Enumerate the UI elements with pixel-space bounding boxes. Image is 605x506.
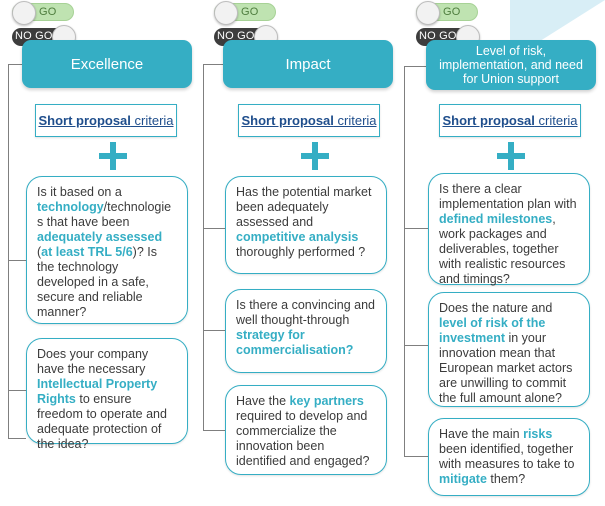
question-text: thoroughly performed ? <box>236 245 366 259</box>
question-box: Is there a convincing and well thought-t… <box>225 289 387 373</box>
question-highlight: technology <box>37 200 104 214</box>
plus-icon <box>99 142 127 170</box>
connector-line <box>8 438 26 439</box>
question-box: Does the nature and level of risk of the… <box>428 292 590 407</box>
go-toggle[interactable]: GO <box>416 1 478 25</box>
question-highlight: risks <box>523 427 553 441</box>
connector-line <box>404 228 428 229</box>
question-text: Is there a clear implementation plan wit… <box>439 182 577 211</box>
question-text: in your innovation mean that European ma… <box>439 331 573 405</box>
header-line: Impact <box>285 55 331 73</box>
question-highlight: Intellectual Property Rights <box>37 377 158 406</box>
header-box: Excellence <box>22 40 192 88</box>
connector-line <box>203 64 223 65</box>
short-proposal-criteria-link[interactable]: Short proposal criteria <box>439 104 581 137</box>
short-proposal-bold: Short proposal <box>241 113 334 128</box>
plus-icon <box>497 142 525 170</box>
question-text: Does your company have the necessary <box>37 347 149 376</box>
short-proposal-bold: Short proposal <box>38 113 131 128</box>
question-text: required to develop and commercialize th… <box>236 409 370 468</box>
go-toggle[interactable]: GO <box>214 1 276 25</box>
connector-line <box>8 390 26 391</box>
header-line: for Union support <box>463 72 559 86</box>
connector-line <box>404 66 405 456</box>
short-proposal-criteria-link[interactable]: Short proposal criteria <box>35 104 177 137</box>
question-box: Is it based on a technology/technologie … <box>26 176 188 324</box>
go-label: GO <box>241 6 259 18</box>
question-highlight: competitive analysis <box>236 230 359 244</box>
header-box: Level of risk, implementation, and need … <box>426 40 596 90</box>
nogo-label: NO GO <box>419 30 457 42</box>
short-proposal-bold: Short proposal <box>442 113 535 128</box>
connector-line <box>404 66 426 67</box>
header-line: Level of risk, <box>475 44 547 58</box>
toggle-knob <box>214 1 238 25</box>
question-text: Have the <box>236 394 290 408</box>
connector-line <box>8 64 22 65</box>
question-text: them? <box>486 472 526 486</box>
short-proposal-rest: criteria <box>333 113 377 128</box>
header-line: Excellence <box>70 55 144 73</box>
question-text: /technologie s that have been <box>37 200 172 229</box>
nogo-label: NO GO <box>15 30 53 42</box>
question-highlight: defined milestones <box>439 212 553 226</box>
question-box: Have the key partners required to develo… <box>225 385 387 475</box>
go-toggle[interactable]: GO <box>12 1 74 25</box>
question-box: Is there a clear implementation plan wit… <box>428 173 590 286</box>
question-text: Is there a convincing and well thought-t… <box>236 298 375 327</box>
question-text: , work packages and deliverables, togeth… <box>439 212 566 286</box>
toggle-knob <box>416 1 440 25</box>
question-text: to ensure freedom to operate and adequat… <box>37 392 167 451</box>
question-text: )? Is the technology developed in a safe… <box>37 245 157 319</box>
question-highlight: level of risk of the investment <box>439 316 546 345</box>
connector-line <box>8 64 9 438</box>
question-highlight: mitigate <box>439 472 487 486</box>
question-highlight: adequately assessed <box>37 230 163 244</box>
go-label: GO <box>443 6 461 18</box>
question-text: Has the potential market been adequately… <box>236 185 372 229</box>
connector-line <box>404 456 428 457</box>
question-box: Has the potential market been adequately… <box>225 176 387 274</box>
question-text: Does the nature and <box>439 301 553 315</box>
header-box: Impact <box>223 40 393 88</box>
question-text: Have the main <box>439 427 524 441</box>
connector-line <box>8 260 26 261</box>
short-proposal-criteria-link[interactable]: Short proposal criteria <box>238 104 380 137</box>
question-box: Does your company have the necessary Int… <box>26 338 188 451</box>
connector-line <box>203 430 225 431</box>
connector-line <box>203 64 204 430</box>
connector-line <box>203 330 225 331</box>
short-proposal-rest: criteria <box>534 113 578 128</box>
short-proposal-rest: criteria <box>130 113 174 128</box>
question-highlight: strategy for commercialisation? <box>236 328 354 357</box>
question-text: Is it based on a <box>37 185 122 199</box>
toggle-knob <box>12 1 36 25</box>
plus-icon <box>301 142 329 170</box>
question-text: been identified, together with measures … <box>439 442 575 471</box>
go-label: GO <box>39 6 57 18</box>
question-highlight: key partners <box>289 394 364 408</box>
nogo-label: NO GO <box>217 30 255 42</box>
question-highlight: at least TRL 5/6 <box>41 245 133 259</box>
question-box: Have the main risks been identified, tog… <box>428 418 590 496</box>
connector-line <box>404 345 428 346</box>
connector-line <box>203 228 225 229</box>
header-line: implementation, and need <box>439 58 583 72</box>
question-text: ( <box>37 245 42 259</box>
